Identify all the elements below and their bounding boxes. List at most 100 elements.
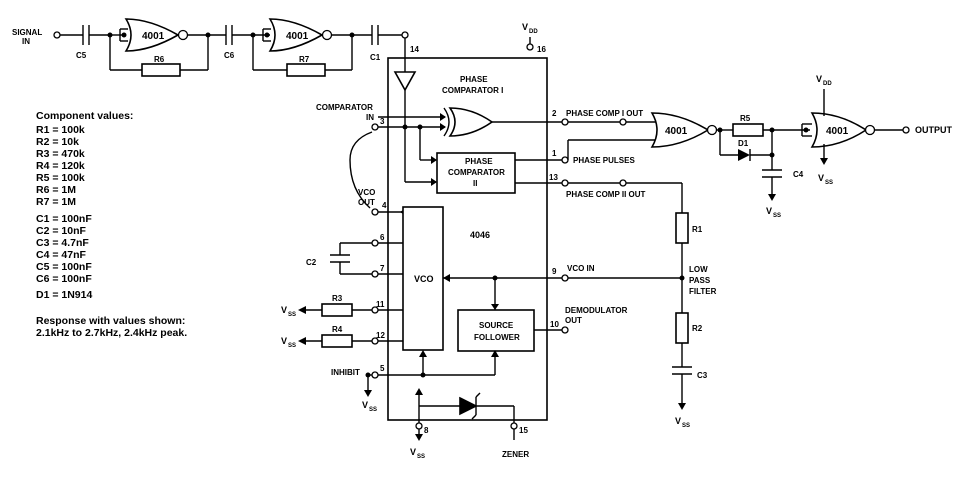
vss-label-r3: V <box>281 305 287 315</box>
pin-11: 11 <box>376 300 385 309</box>
r2-label: R2 <box>692 324 703 333</box>
c2-capacitor: 6 7 C2 <box>306 233 403 278</box>
r6-resistor <box>141 63 181 77</box>
pin-6: 6 <box>380 233 385 242</box>
lpf-label-3: FILTER <box>689 287 717 296</box>
ic-4046-outline <box>387 57 548 421</box>
vdd-label-ic: V <box>522 22 528 32</box>
pin-15: 15 <box>519 426 528 435</box>
r5-label: R5 <box>740 114 751 123</box>
svg-text:DD: DD <box>529 29 538 35</box>
vss-label-c3: V <box>675 416 681 426</box>
pin-13: 13 <box>549 173 558 182</box>
pin-2: 2 <box>552 109 557 118</box>
comparator-in-label-1: COMPARATOR <box>316 103 373 112</box>
vdd-pin16: V DD 16 <box>522 22 546 54</box>
pin-12: 12 <box>376 331 385 340</box>
r3-r4-network: 11 R3 V SS 12 R4 V SS <box>281 294 403 349</box>
c1-label: C1 <box>370 53 381 62</box>
source-follower-block <box>457 309 535 352</box>
source-follower-label-1: SOURCE <box>479 321 514 330</box>
pin-14: 14 <box>410 45 419 54</box>
inhibit-label: INHIBIT <box>331 368 360 377</box>
value-r1: R1 = 100k <box>36 124 85 136</box>
vss-label-r4: V <box>281 336 287 346</box>
value-c4: C4 = 47nF <box>36 249 86 261</box>
value-r4: R4 = 120k <box>36 160 85 172</box>
vco-out-label-1: VCO <box>358 188 375 197</box>
value-c3: C3 = 4.7nF <box>36 237 89 249</box>
lpf-label-1: LOW <box>689 265 708 274</box>
vdd-label-gate4: V <box>816 74 822 84</box>
nor-gate-2 <box>268 18 324 52</box>
signal-in-label-2: IN <box>22 37 30 46</box>
vco-in-label: VCO IN <box>567 264 595 273</box>
ic-name: 4046 <box>470 230 490 240</box>
r3-resistor <box>321 303 353 317</box>
signal-in-label-1: SIGNAL <box>12 28 42 37</box>
gate-4-label: 4001 <box>826 126 849 137</box>
svg-text:DD: DD <box>823 81 832 87</box>
comparator-in-label-2: IN <box>366 113 374 122</box>
demodulator-out-label-2: OUT <box>565 316 582 325</box>
pin-7: 7 <box>380 264 385 273</box>
svg-text:SS: SS <box>417 454 425 460</box>
response-heading: Response with values shown: <box>36 315 185 327</box>
value-r6: R6 = 1M <box>36 184 76 196</box>
pin-3: 3 <box>380 117 385 126</box>
phase-comparator-1-xor <box>448 107 494 137</box>
source-follower-label-2: FOLLOWER <box>474 333 520 342</box>
vss-label-gate4: V <box>818 173 824 183</box>
phase-comp1-out-label: PHASE COMP I OUT <box>566 109 643 118</box>
svg-text:SS: SS <box>288 343 296 349</box>
zener-diode <box>459 396 478 416</box>
response-values: 2.1kHz to 2.7kHz, 2.4kHz peak. <box>36 327 187 339</box>
lpf-label-2: PASS <box>689 276 711 285</box>
r5-resistor <box>732 123 764 137</box>
zener-label: ZENER <box>502 450 529 459</box>
pin-9: 9 <box>552 267 557 276</box>
component-values-heading: Component values: <box>36 110 133 122</box>
svg-text:SS: SS <box>288 312 296 318</box>
d1-diode <box>738 149 750 161</box>
phase-comp2-label-2: COMPARATOR <box>448 168 505 177</box>
input-amplifier <box>393 71 417 92</box>
r6-label: R6 <box>154 55 165 64</box>
value-c5: C5 = 100nF <box>36 261 92 273</box>
value-c6: C6 = 100nF <box>36 273 92 285</box>
pin-8: 8 <box>424 426 429 435</box>
vco-out-label-2: OUT <box>358 198 375 207</box>
nor-gate-4 <box>810 112 868 148</box>
value-d1: D1 = 1N914 <box>36 289 92 301</box>
value-r3: R3 = 470k <box>36 148 85 160</box>
vss-label-c4: V <box>766 206 772 216</box>
r2-resistor <box>675 312 689 344</box>
r1-label: R1 <box>692 225 703 234</box>
r4-resistor <box>321 334 353 348</box>
phase-comp2-label-1: PHASE <box>465 157 493 166</box>
r7-label: R7 <box>299 55 310 64</box>
r4-label: R4 <box>332 325 343 334</box>
value-r2: R2 = 10k <box>36 136 79 148</box>
pin-4: 4 <box>382 201 387 210</box>
demodulator-out-label-1: DEMODULATOR <box>565 306 628 315</box>
output-terminal <box>902 126 910 134</box>
pin-1: 1 <box>552 149 557 158</box>
c2-label: C2 <box>306 258 317 267</box>
svg-text:SS: SS <box>825 180 833 186</box>
output-label: OUTPUT <box>915 125 953 135</box>
c4-label: C4 <box>793 170 804 179</box>
svg-text:SS: SS <box>773 213 781 219</box>
phase-pulses-label: PHASE PULSES <box>573 156 635 165</box>
d1-label: D1 <box>738 139 749 148</box>
component-values-panel: Component values: R1 = 100k R2 = 10k R3 … <box>36 110 187 339</box>
pin-5: 5 <box>380 364 385 373</box>
value-r5: R5 = 100k <box>36 172 85 184</box>
value-c2: C2 = 10nF <box>36 225 86 237</box>
pin-16: 16 <box>537 45 546 54</box>
r3-label: R3 <box>332 294 343 303</box>
svg-text:SS: SS <box>682 423 690 429</box>
gate-2-label: 4001 <box>286 31 309 42</box>
low-pass-filter: R1 LOW PASS FILTER R2 C3 V SS <box>568 212 717 429</box>
